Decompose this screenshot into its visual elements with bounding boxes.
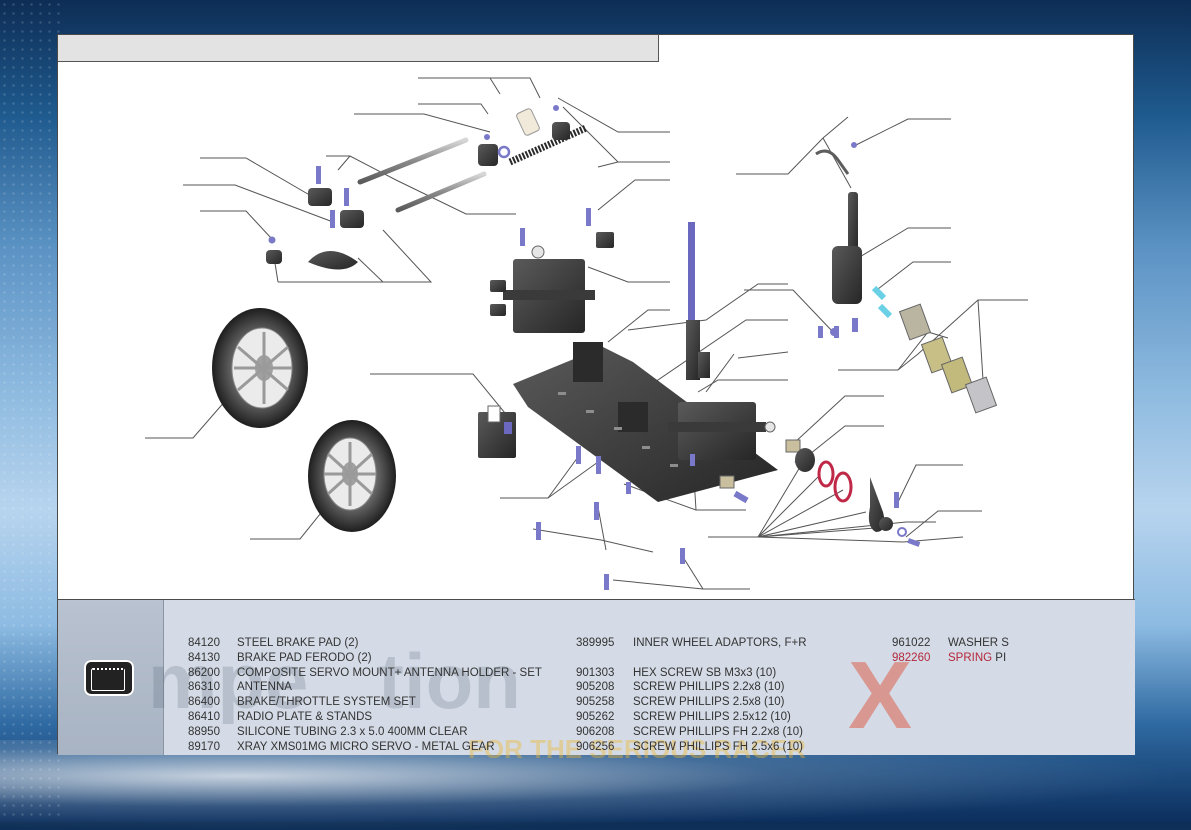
part-row: 84130 BRAKE PAD FERODO (2) — [188, 651, 542, 666]
parts-column-2: 389995 INNER WHEEL ADAPTORS, F+R 901303 HE… — [576, 636, 807, 754]
part-name: XRAY XMS01MG MICRO SERVO - METAL GEAR — [237, 740, 495, 753]
part-row: 906256 SCREW PHILLIPS FH 2.5x6 (10) — [576, 740, 807, 755]
background-glow — [0, 740, 1191, 830]
part-name: SILICONE TUBING 2.3 x 5.0 400MM CLEAR — [237, 725, 468, 738]
throttle-linkage — [815, 142, 998, 414]
part-row: 88950 SILICONE TUBING 2.3 x 5.0 400MM CLE… — [188, 725, 542, 740]
brake-pad-parts — [266, 105, 570, 270]
radio-plate — [513, 342, 778, 502]
part-name: SCREW PHILLIPS 2.5x12 (10) — [633, 710, 791, 723]
brake-spring-set — [795, 448, 921, 547]
part-row: 905262 SCREW PHILLIPS 2.5x12 (10) — [576, 710, 807, 725]
receiver-box — [478, 405, 516, 458]
part-row: 389995 INNER WHEEL ADAPTORS, F+R — [576, 636, 807, 651]
part-name: HEX SCREW SB M3x3 (10) — [633, 666, 777, 679]
part-code: 901303 — [576, 666, 615, 679]
lower-servo — [668, 402, 810, 504]
rear-wheel — [308, 420, 396, 532]
antenna — [686, 222, 710, 380]
section-title-bar — [58, 35, 659, 62]
part-code — [576, 651, 633, 666]
part-code: 84120 — [188, 637, 220, 649]
part-code: 86200 — [188, 666, 220, 679]
part-code: 86310 — [188, 681, 220, 694]
upper-servo — [490, 208, 614, 333]
parts-bag-icon — [84, 660, 134, 696]
part-name: INNER WHEEL ADAPTORS, F+R — [633, 637, 807, 649]
part-code: 905262 — [576, 710, 615, 723]
footer-bag-area — [58, 600, 164, 755]
part-name: WASHER S — [948, 637, 1009, 649]
part-row: 86310 ANTENNA — [188, 680, 542, 695]
part-name-highlighted: SPRING — [948, 651, 993, 664]
part-code: 389995 — [576, 637, 615, 649]
part-row-blank — [576, 651, 807, 666]
part-name: COMPOSITE SERVO MOUNT+ ANTENNA HOLDER - … — [237, 666, 542, 679]
leader-lines — [145, 77, 1028, 590]
part-name: BRAKE PAD FERODO (2) — [237, 651, 372, 664]
part-row: 905208 SCREW PHILLIPS 2.2x8 (10) — [576, 680, 807, 695]
part-code: 84130 — [188, 651, 220, 664]
part-row: 86400 BRAKE/THROTTLE SYSTEM SET — [188, 695, 542, 710]
brake-rods — [357, 108, 588, 213]
part-code: 961022 — [892, 637, 931, 649]
part-name: SCREW PHILLIPS 2.2x8 (10) — [633, 681, 785, 694]
part-row: 905258 SCREW PHILLIPS 2.5x8 (10) — [576, 695, 807, 710]
part-code: 86410 — [188, 710, 220, 723]
part-code-highlighted: 982260 — [892, 651, 931, 664]
part-name: STEEL BRAKE PAD (2) — [237, 637, 359, 649]
part-row: 906208 SCREW PHILLIPS FH 2.2x8 (10) — [576, 725, 807, 740]
parts-column-1: 84120 STEEL BRAKE PAD (2) 84130 BRAKE PAD … — [188, 636, 542, 754]
part-row: 961022 WASHER S — [892, 636, 1009, 651]
part-code: 86400 — [188, 696, 220, 709]
part-name: BRAKE/THROTTLE SYSTEM SET — [237, 696, 416, 709]
part-row: 84120 STEEL BRAKE PAD (2) — [188, 636, 542, 651]
part-row: 86410 RADIO PLATE & STANDS — [188, 710, 542, 725]
part-code: 905208 — [576, 681, 615, 694]
part-name: SCREW PHILLIPS 2.5x8 (10) — [633, 696, 785, 709]
part-row: 89170 XRAY XMS01MG MICRO SERVO - METAL GE… — [188, 740, 542, 755]
part-code: 906208 — [576, 725, 615, 738]
part-name: SCREW PHILLIPS FH 2.5x6 (10) — [633, 740, 803, 753]
part-name: SCREW PHILLIPS FH 2.2x8 (10) — [633, 725, 803, 738]
part-row: 982260 SPRING PI — [892, 651, 1009, 666]
part-code: 88950 — [188, 725, 220, 738]
exploded-view-diagram — [145, 77, 1028, 590]
bottom-screws — [536, 326, 839, 590]
part-row: 901303 HEX SCREW SB M3x3 (10) — [576, 666, 807, 681]
part-name-suffix: PI — [992, 651, 1007, 664]
front-wheel — [212, 308, 308, 428]
part-name: RADIO PLATE & STANDS — [237, 710, 373, 723]
part-code: 905258 — [576, 696, 615, 709]
parts-column-3: 961022 WASHER S 982260 SPRING PI — [892, 636, 1009, 666]
part-row: 86200 COMPOSITE SERVO MOUNT+ ANTENNA HOLD… — [188, 666, 542, 681]
background-dot-texture — [0, 0, 60, 822]
part-code: 906256 — [576, 740, 615, 753]
part-name: ANTENNA — [237, 681, 292, 694]
part-code: 89170 — [188, 740, 220, 753]
